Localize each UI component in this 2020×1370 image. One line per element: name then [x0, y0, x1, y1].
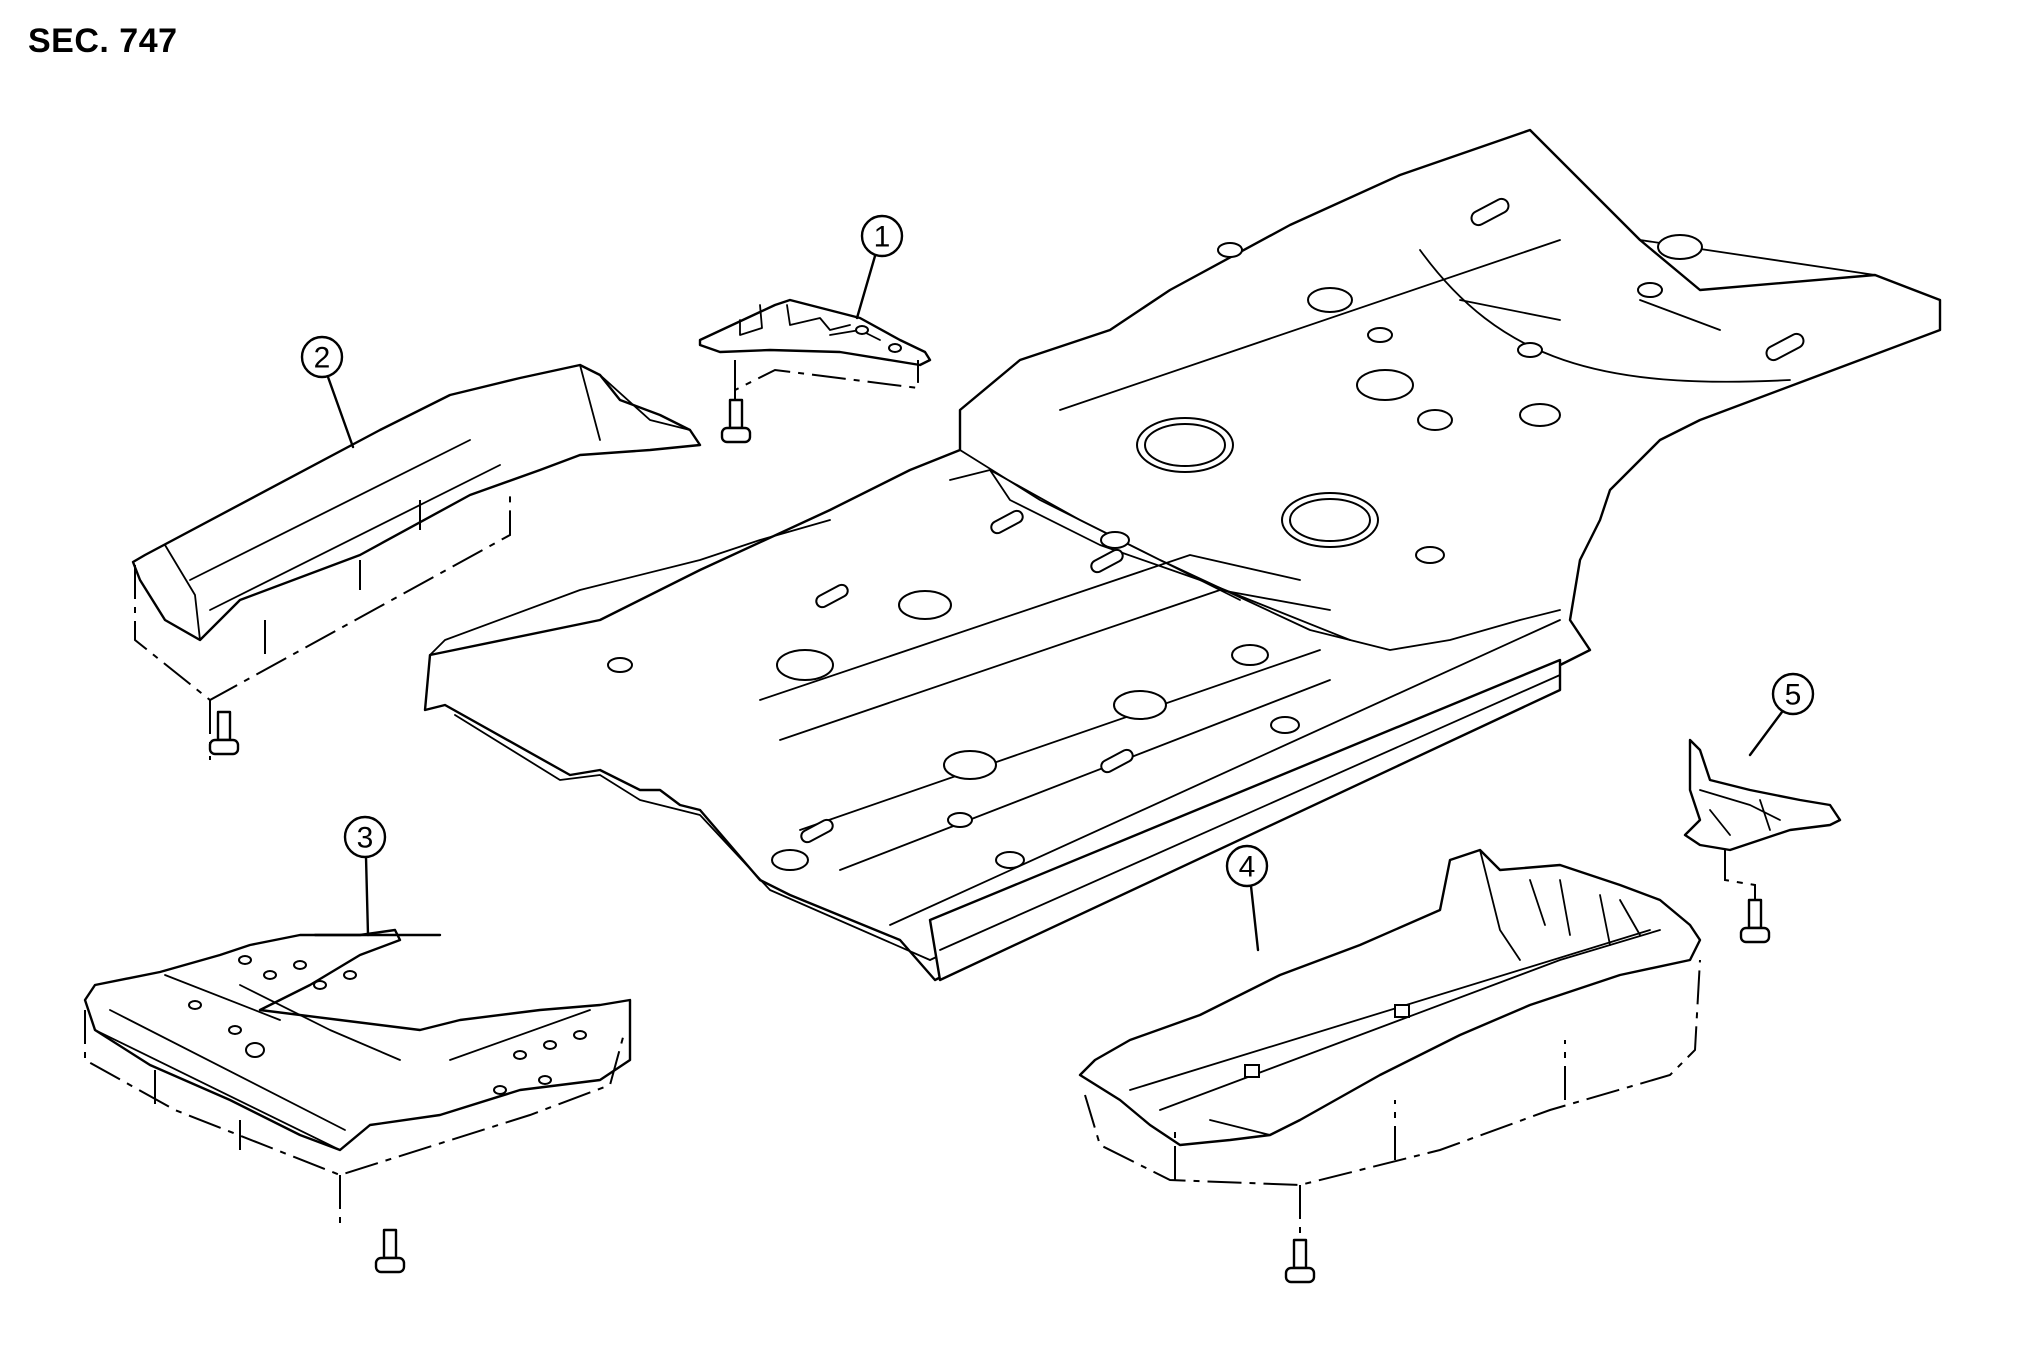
bolt-part-5	[1739, 898, 1771, 944]
bolt-part-2	[208, 710, 240, 756]
callout-1: 1	[855, 214, 904, 320]
part-5-bracket[interactable]	[1683, 738, 1842, 900]
part-3-front-cover[interactable]	[83, 928, 632, 1225]
callout-number-1: 1	[874, 221, 891, 254]
callout-2: 2	[300, 335, 355, 449]
part-4-rear-tray[interactable]	[1078, 848, 1702, 1235]
bolt-part-4	[1284, 1238, 1316, 1284]
callout-number-3: 3	[357, 822, 374, 855]
floor-panel	[423, 128, 1942, 982]
callout-number-5: 5	[1785, 679, 1802, 712]
bolt-part-1	[720, 398, 752, 444]
callout-5: 5	[1748, 672, 1815, 757]
callout-number-2: 2	[314, 342, 331, 375]
callout-4: 4	[1225, 844, 1269, 952]
callout-number-4: 4	[1239, 851, 1256, 884]
part-1-bracket[interactable]	[698, 298, 932, 430]
bolt-part-3	[374, 1228, 406, 1274]
callout-3: 3	[313, 815, 442, 937]
part-2-side-cover[interactable]	[131, 363, 702, 760]
section-label: SEC. 747	[28, 22, 178, 60]
